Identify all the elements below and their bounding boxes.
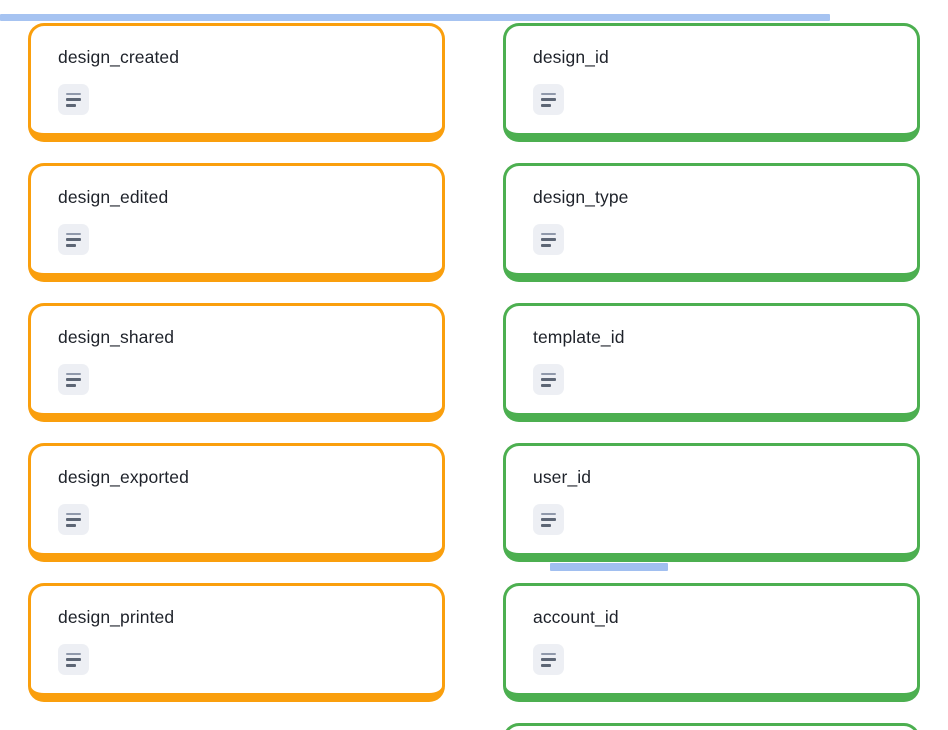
text-lines-icon — [533, 84, 564, 115]
text-lines-icon — [533, 224, 564, 255]
event-card[interactable]: design_printed — [28, 583, 445, 702]
property-card[interactable]: account_id — [503, 583, 920, 702]
text-lines-icon — [58, 644, 89, 675]
text-lines-icon — [58, 84, 89, 115]
property-column: design_id design_type template_id user_i… — [503, 23, 920, 730]
card-title: template_id — [533, 327, 625, 347]
card-title: design_exported — [58, 467, 189, 487]
drop-indicator — [550, 563, 668, 571]
property-card[interactable]: template_id — [503, 303, 920, 422]
card-title: account_id — [533, 607, 619, 627]
event-card[interactable]: design_exported — [28, 443, 445, 562]
card-title: design_id — [533, 47, 609, 67]
property-card-partial[interactable] — [503, 723, 920, 730]
text-lines-icon — [533, 504, 564, 535]
property-card[interactable]: design_id — [503, 23, 920, 142]
card-title: design_created — [58, 47, 180, 67]
text-lines-icon — [533, 364, 564, 395]
card-title: design_shared — [58, 327, 175, 347]
text-lines-icon — [58, 504, 89, 535]
property-card[interactable]: user_id — [503, 443, 920, 562]
card-title: design_type — [533, 187, 629, 207]
property-card[interactable]: design_type — [503, 163, 920, 282]
card-title: user_id — [533, 467, 592, 487]
drag-indicator-top — [0, 14, 830, 21]
event-card[interactable]: design_shared — [28, 303, 445, 422]
text-lines-icon — [58, 364, 89, 395]
card-title: design_printed — [58, 607, 175, 627]
card-title: design_edited — [58, 187, 169, 207]
event-column: design_created design_edited design_shar… — [28, 23, 445, 723]
event-card[interactable]: design_edited — [28, 163, 445, 282]
text-lines-icon — [58, 224, 89, 255]
text-lines-icon — [533, 644, 564, 675]
event-card[interactable]: design_created — [28, 23, 445, 142]
